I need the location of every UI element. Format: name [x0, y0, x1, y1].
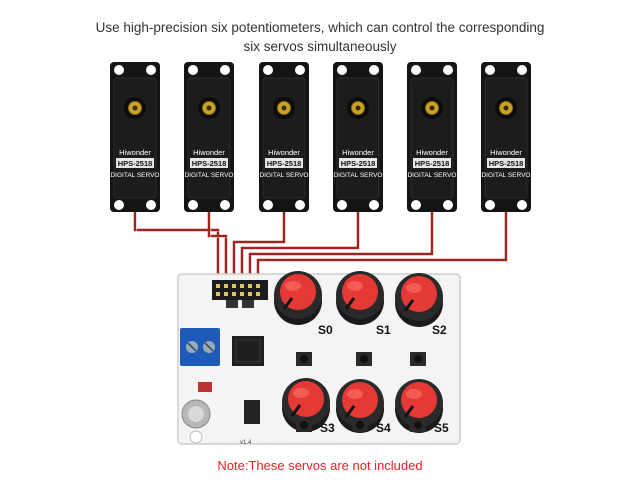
potentiometer-knob	[274, 271, 322, 325]
header-pin	[216, 284, 220, 288]
servo-wire-highlight	[259, 213, 508, 284]
servo-wire	[133, 212, 220, 282]
tactile-button	[410, 352, 426, 366]
header-pin	[248, 292, 252, 296]
servo-model: HPS-2518	[489, 159, 524, 168]
power-terminal	[180, 328, 220, 366]
tactile-button	[296, 418, 312, 432]
servo-gear-icon	[124, 97, 146, 119]
servo-wire-highlight	[235, 213, 286, 284]
servo-wires	[133, 212, 508, 284]
capacitor	[181, 399, 211, 429]
disclaimer-note: Note:These servos are not included	[217, 458, 423, 473]
servo-wire	[207, 212, 228, 282]
servo-gear-icon	[495, 97, 517, 119]
servo-type: DIGITAL SERVO	[110, 172, 159, 179]
led-indicator	[198, 382, 212, 392]
servo-brand: Hiwonder	[268, 148, 300, 157]
servo-brand: Hiwonder	[342, 148, 374, 157]
channel-label: S4	[376, 421, 391, 435]
header-pin	[256, 284, 260, 288]
header-pin	[232, 292, 236, 296]
servo-wire-highlight	[251, 213, 434, 284]
servo-wire	[232, 212, 286, 282]
servo-type: DIGITAL SERVO	[259, 172, 308, 179]
microcontroller-chip	[232, 336, 264, 366]
pin-header	[212, 280, 268, 300]
servo-brand: Hiwonder	[119, 148, 151, 157]
potentiometer-knob	[395, 379, 443, 433]
servo-wire	[240, 212, 360, 282]
servo-model: HPS-2518	[267, 159, 302, 168]
potentiometer-knob	[282, 378, 330, 432]
header-pin	[216, 292, 220, 296]
servo-type: DIGITAL SERVO	[481, 172, 530, 179]
header-pin	[240, 292, 244, 296]
caption: Use high-precision six potentiometers, w…	[0, 18, 640, 56]
servo-model: HPS-2518	[415, 159, 450, 168]
board-version: v1.4	[240, 440, 252, 446]
header-pin	[248, 284, 252, 288]
channel-label: S0	[318, 323, 333, 337]
servo-gear-icon	[198, 97, 220, 119]
servo-model: HPS-2518	[341, 159, 376, 168]
servo-gear-icon	[421, 97, 443, 119]
servo-wire-highlight	[243, 213, 360, 284]
caption-line-1: Use high-precision six potentiometers, w…	[95, 20, 545, 35]
channel-label: S3	[320, 421, 335, 435]
header-pin	[240, 284, 244, 288]
potentiometer-knob	[336, 379, 384, 433]
header-pin	[224, 292, 228, 296]
caption-line-2: six servos simultaneously	[243, 39, 397, 54]
channel-label: S5	[434, 421, 449, 435]
servo-wire-highlight	[210, 213, 228, 284]
tactile-button	[296, 352, 312, 366]
potentiometer-knob	[336, 271, 384, 325]
header-pin	[256, 292, 260, 296]
servo-type: DIGITAL SERVO	[184, 172, 233, 179]
servo-type: DIGITAL SERVO	[333, 172, 382, 179]
header-pin	[224, 284, 228, 288]
servo-gear-icon	[347, 97, 369, 119]
channel-label: S2	[432, 323, 447, 337]
voltage-regulator	[244, 400, 260, 424]
servo-wire	[256, 212, 508, 282]
servo-model: HPS-2518	[192, 159, 227, 168]
servo-brand: Hiwonder	[416, 148, 448, 157]
tactile-button	[410, 418, 426, 432]
servo-gear-icon	[273, 97, 295, 119]
servo-wire-highlight	[136, 213, 220, 284]
channel-label: S1	[376, 323, 391, 337]
servo-brand: Hiwonder	[490, 148, 522, 157]
tactile-button	[352, 418, 368, 432]
servo-brand: Hiwonder	[193, 148, 225, 157]
tactile-button	[356, 352, 372, 366]
servo-wire	[248, 212, 434, 282]
servo-type: DIGITAL SERVO	[407, 172, 456, 179]
servo-model: HPS-2518	[118, 159, 153, 168]
header-pin	[232, 284, 236, 288]
potentiometer-knob	[395, 273, 443, 327]
